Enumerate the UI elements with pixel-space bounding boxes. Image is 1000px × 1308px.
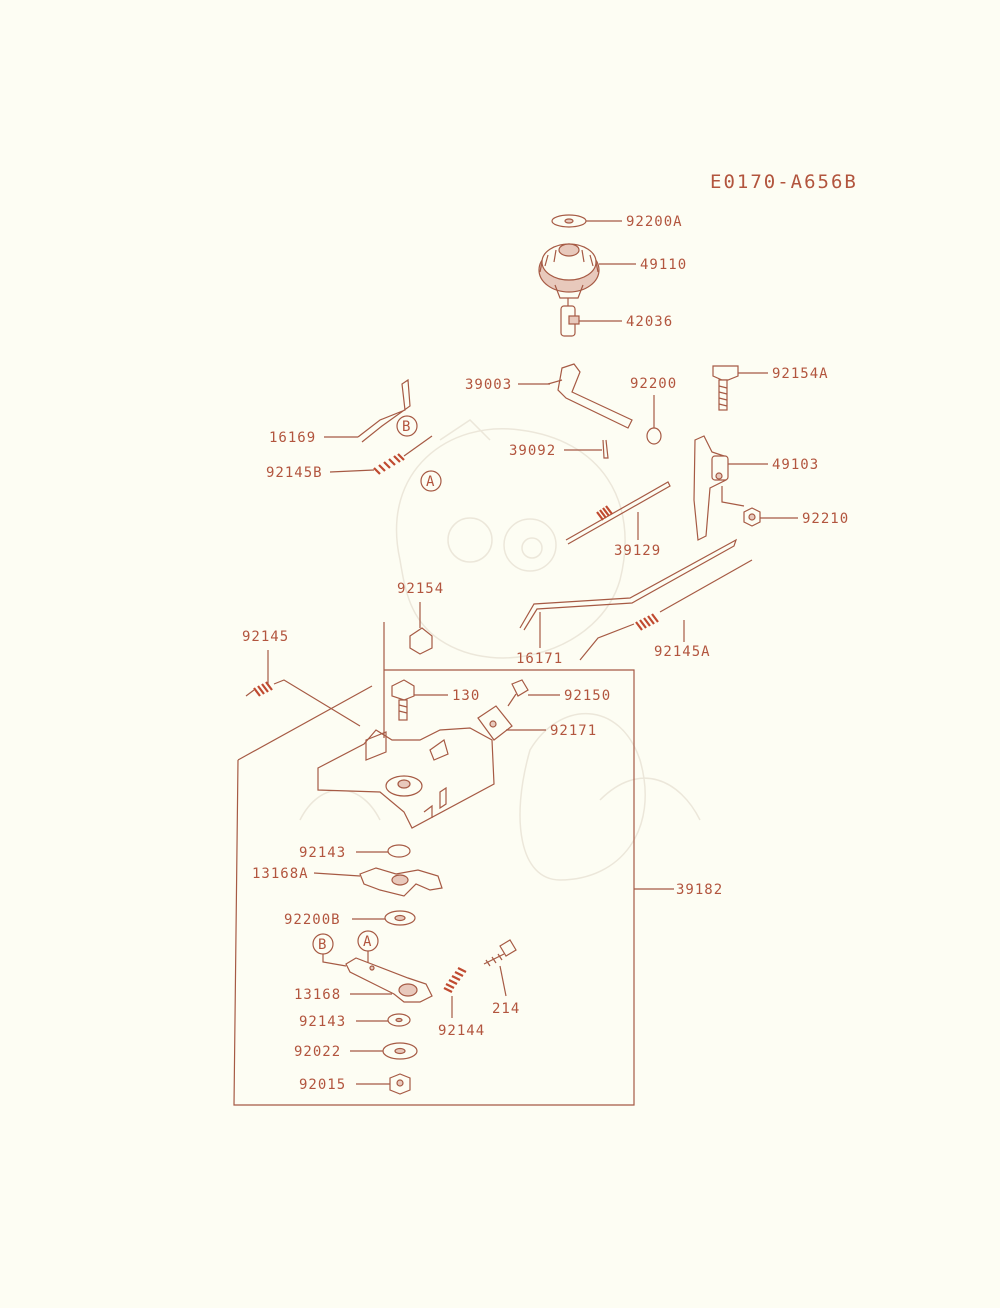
label-13168: 13168 — [294, 987, 341, 1003]
label-92144: 92144 — [438, 1023, 485, 1039]
assembly-frame-39182 — [233, 669, 635, 1106]
label-39092: 39092 — [509, 443, 556, 459]
part-16169-spring-link — [357, 378, 411, 443]
marker-b-leader — [322, 954, 347, 967]
part-92200B-washer — [384, 910, 416, 926]
part-49110-gear — [538, 243, 600, 299]
part-42036-sleeve — [560, 298, 580, 337]
part-92145B-spring — [373, 435, 433, 475]
part-39182-control-plate — [237, 622, 495, 829]
marker-a-upper-text: A — [426, 474, 435, 490]
label-92210: 92210 — [802, 511, 849, 527]
label-92200B: 92200B — [284, 912, 341, 928]
label-92154: 92154 — [397, 581, 444, 597]
label-39129: 39129 — [614, 543, 661, 559]
part-13168A-lever — [359, 867, 443, 897]
label-13168A: 13168A — [252, 866, 309, 882]
part-92145A-spring — [579, 559, 753, 661]
label-130: 130 — [452, 688, 480, 704]
label-92200: 92200 — [630, 376, 677, 392]
label-92145A: 92145A — [654, 644, 711, 660]
part-92144-spring — [443, 967, 467, 993]
label-92145: 92145 — [242, 629, 289, 645]
label-39182: 39182 — [676, 882, 723, 898]
part-16171-rod — [519, 538, 738, 631]
part-92145-spring — [245, 679, 361, 727]
marker-a-upper: A — [420, 470, 442, 492]
part-39003-shaft — [547, 363, 633, 429]
part-92171-clamp — [477, 705, 513, 741]
part-92022-washer — [382, 1042, 418, 1060]
label-92143-upper: 92143 — [299, 845, 346, 861]
leader-lines — [267, 220, 798, 1085]
part-92200A-washer — [551, 214, 587, 228]
label-92154A: 92154A — [772, 366, 829, 382]
part-92154-bolt — [409, 627, 433, 655]
part-49103-lever — [693, 435, 729, 541]
label-49103: 49103 — [772, 457, 819, 473]
part-92150-screw — [507, 679, 529, 707]
part-92015-nut — [389, 1073, 411, 1095]
part-92143-washer-upper — [387, 844, 411, 858]
label-16169: 16169 — [269, 430, 316, 446]
watermark-mascot — [299, 419, 701, 881]
part-92210-nut — [743, 507, 761, 527]
marker-b-lower: B — [312, 933, 334, 955]
marker-a-lower: A — [357, 930, 379, 952]
label-92171: 92171 — [550, 723, 597, 739]
label-92145B: 92145B — [266, 465, 323, 481]
part-92154A-bolt — [712, 365, 739, 411]
part-13168-lever — [345, 957, 433, 1003]
marker-a-lower-text: A — [363, 934, 372, 950]
part-39129-rod — [565, 481, 671, 545]
label-42036: 42036 — [626, 314, 673, 330]
label-92022: 92022 — [294, 1044, 341, 1060]
part-92143-washer-lower — [387, 1013, 411, 1027]
label-92200A: 92200A — [626, 214, 683, 230]
label-16171: 16171 — [516, 651, 563, 667]
marker-b-lower-text: B — [318, 937, 327, 953]
marker-b-upper-text: B — [402, 419, 411, 435]
diagram-code: E0170-A656B — [710, 171, 858, 193]
label-214: 214 — [492, 1001, 520, 1017]
label-92143-lower: 92143 — [299, 1014, 346, 1030]
part-39092-pin — [602, 439, 609, 459]
label-92150: 92150 — [564, 688, 611, 704]
label-39003: 39003 — [465, 377, 512, 393]
part-130-bolt — [391, 679, 415, 721]
part-92200-washer — [646, 427, 662, 445]
label-92015: 92015 — [299, 1077, 346, 1093]
part-214-screw — [483, 939, 517, 967]
label-49110: 49110 — [640, 257, 687, 273]
marker-b-upper: B — [396, 415, 418, 437]
